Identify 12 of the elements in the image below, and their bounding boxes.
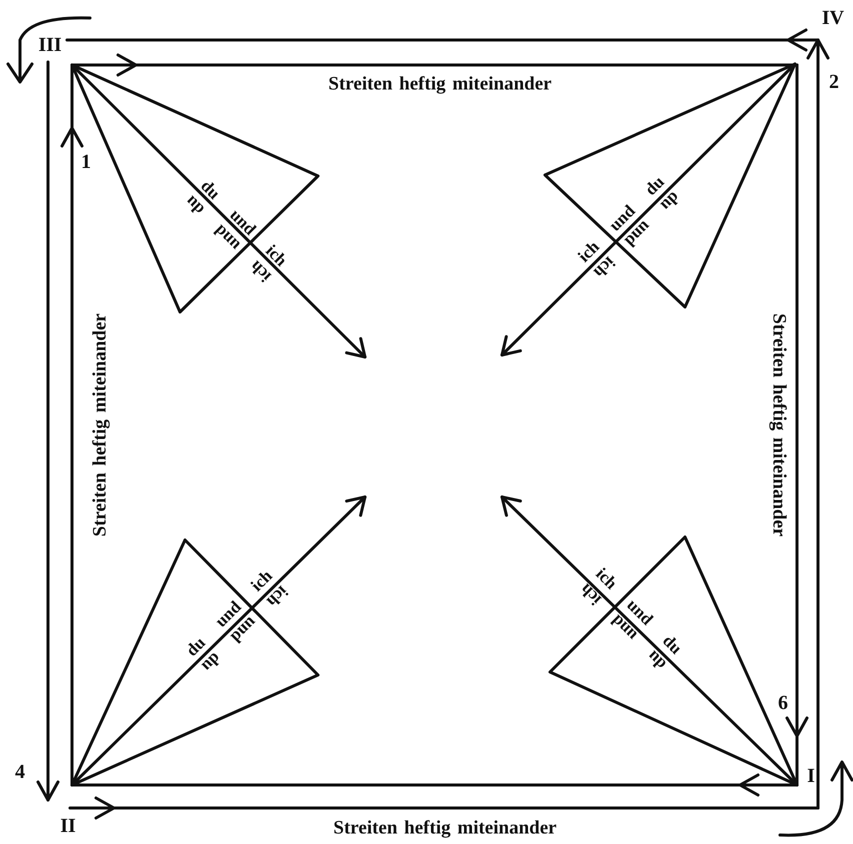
side-caption: Streiten heftig miteinander xyxy=(328,74,552,94)
corner-numeral: IV xyxy=(822,8,844,28)
side-caption: Streiten heftig miteinander xyxy=(90,313,110,537)
corner-number: 6 xyxy=(778,693,788,713)
corner-number: 2 xyxy=(829,72,839,92)
corner-numeral: III xyxy=(38,35,62,55)
corner-number: 4 xyxy=(15,762,25,782)
side-caption: Streiten heftig miteinander xyxy=(770,313,788,537)
corner-numeral: I xyxy=(807,766,815,786)
side-caption: Streiten heftig miteinander xyxy=(333,818,557,838)
corner-numeral: II xyxy=(60,816,76,836)
corner-number: 1 xyxy=(81,152,91,172)
